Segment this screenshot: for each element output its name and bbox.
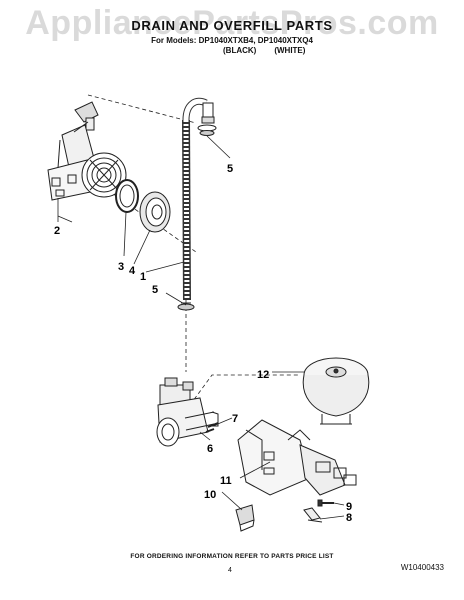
part-1-drain-hose — [182, 97, 217, 301]
callout-2: 2 — [54, 225, 60, 237]
part-9-screw — [317, 499, 334, 507]
part-10-block — [235, 504, 255, 532]
callout-9: 9 — [346, 501, 352, 513]
callout-8: 8 — [346, 512, 352, 524]
part-4-cap — [139, 191, 171, 233]
bracket-grille — [81, 152, 127, 198]
part-5-clamp-lower — [177, 302, 195, 311]
color-labels: (BLACK) (WHITE) — [223, 46, 323, 55]
part-6-drain-pump — [156, 377, 219, 447]
document-number: W10400433 — [400, 563, 444, 572]
callout-7: 7 — [232, 413, 238, 425]
callout-5-lower: 5 — [152, 284, 158, 296]
part-5-clamp-upper — [199, 130, 215, 136]
part-3-ring — [115, 179, 139, 213]
part-7-screw — [205, 422, 219, 433]
callout-leader-lines — [57, 135, 345, 520]
page-title: DRAIN AND OVERFILL PARTS — [131, 18, 333, 33]
part-8-clip — [303, 507, 323, 523]
callout-6: 6 — [207, 443, 213, 455]
color-black-label: (BLACK) — [223, 46, 257, 55]
page-number: 4 — [228, 567, 232, 574]
watermark-text: AppliancePartsPros.com — [25, 4, 439, 42]
callout-12: 12 — [257, 369, 269, 381]
assembly-dash-lines — [71, 94, 300, 406]
part-11-housing — [237, 419, 357, 496]
callout-10: 10 — [204, 489, 216, 501]
callout-5-upper: 5 — [227, 163, 233, 175]
callout-11: 11 — [220, 475, 232, 487]
color-white-label: (WHITE) — [274, 46, 306, 55]
models-line: For Models: DP1040XTXB4, DP1040XTXQ4 — [151, 36, 313, 45]
callout-3: 3 — [118, 261, 124, 273]
ordering-note: FOR ORDERING INFORMATION REFER TO PARTS … — [130, 553, 334, 560]
part-12-dome — [302, 357, 370, 425]
callout-4: 4 — [129, 265, 136, 277]
callout-1: 1 — [140, 271, 146, 283]
